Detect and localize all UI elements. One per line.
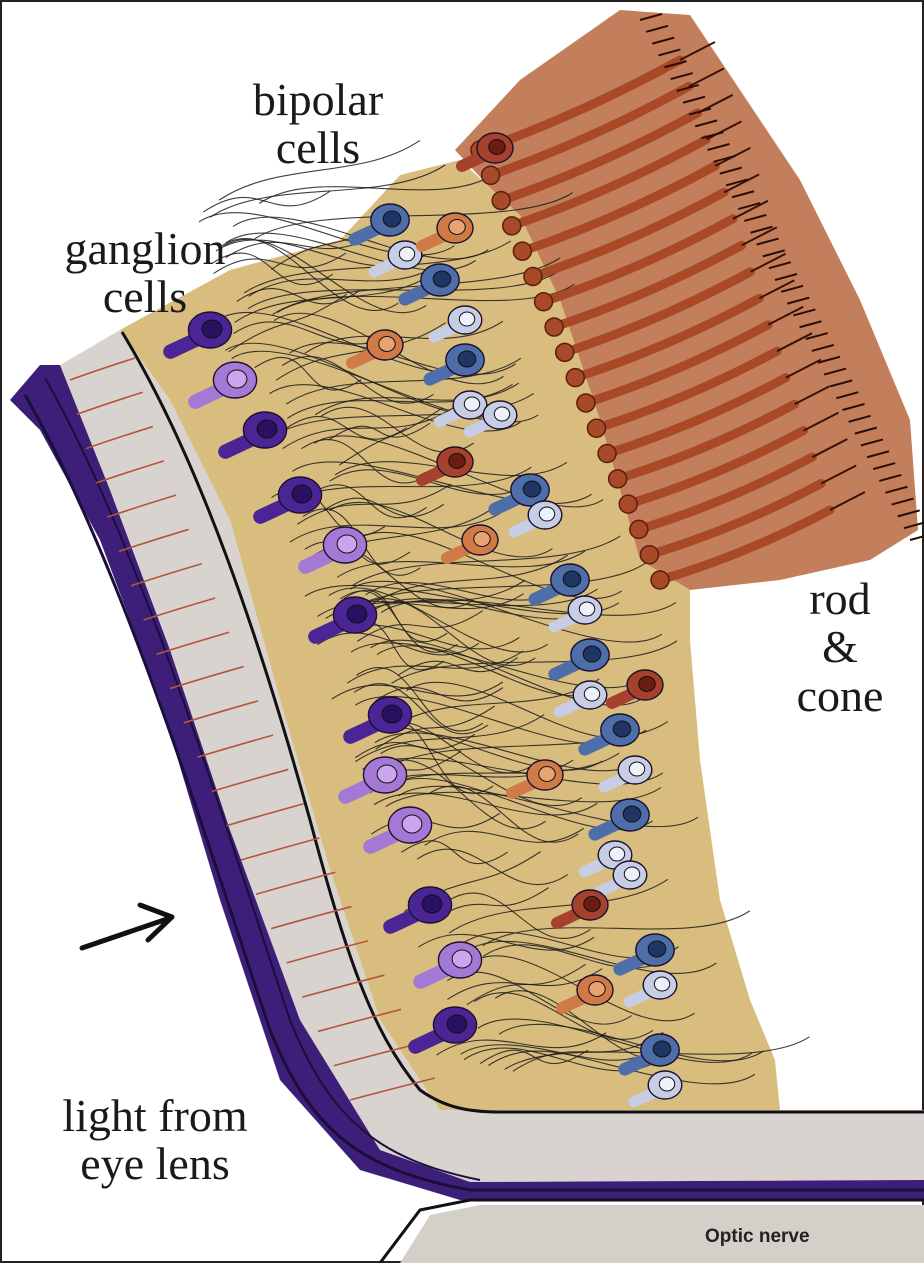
photoreceptor-nucleus (513, 242, 531, 260)
horizontal-cell-nucleus (379, 337, 396, 352)
horizontal-cell-nucleus (539, 767, 556, 782)
photoreceptor-tip (910, 534, 924, 540)
bipolar-cell-nucleus (459, 312, 474, 326)
ganglion-cell-nucleus (422, 895, 442, 913)
bipolar-cell-nucleus (579, 602, 594, 616)
bipolar-cell-nucleus (613, 721, 631, 737)
bipolar-cell-nucleus (458, 351, 476, 367)
ganglion-label-line1: ganglion (40, 225, 250, 273)
rod-label-line2: & (780, 623, 900, 671)
photoreceptor-nucleus (524, 267, 542, 285)
photoreceptor-nucleus (609, 470, 627, 488)
bipolar-cell-nucleus (539, 507, 554, 521)
horizontal-cell-nucleus (639, 677, 656, 692)
ganglion-label-line2: cells (40, 273, 250, 321)
light-direction-arrow (82, 905, 172, 948)
photoreceptor-nucleus (482, 166, 500, 184)
ganglion-cell-nucleus (337, 535, 357, 553)
light-from-lens-label: light from eye lens (30, 1092, 280, 1189)
ganglion-cell-nucleus (257, 420, 277, 438)
horizontal-cell-nucleus (474, 532, 491, 547)
photoreceptor-nucleus (651, 571, 669, 589)
photoreceptor-nucleus (556, 343, 574, 361)
optic-nerve-strip (400, 1205, 924, 1263)
bipolar-cell-nucleus (563, 571, 581, 587)
ganglion-cell-nucleus (377, 765, 397, 783)
photoreceptor-nucleus (640, 546, 658, 564)
bipolar-cell-nucleus (609, 847, 624, 861)
photoreceptor-nucleus (503, 217, 521, 235)
photoreceptor-nucleus (630, 520, 648, 538)
horizontal-cell-nucleus (489, 140, 506, 155)
light-label-line2: eye lens (30, 1140, 280, 1188)
bipolar-cell-nucleus (494, 407, 509, 421)
photoreceptor-nucleus (545, 318, 563, 336)
ganglion-cells-label: ganglion cells (40, 225, 250, 322)
bipolar-cell-nucleus (623, 806, 641, 822)
optic-nerve-label: Optic nerve (705, 1226, 810, 1248)
bipolar-cell-nucleus (584, 687, 599, 701)
bipolar-cell-nucleus (648, 941, 666, 957)
ganglion-cell-nucleus (447, 1015, 467, 1033)
bipolar-cell-nucleus (383, 211, 401, 227)
ganglion-cell-nucleus (202, 320, 222, 338)
bipolar-cell-nucleus (583, 646, 601, 662)
ganglion-cell-nucleus (452, 950, 472, 968)
bipolar-cell-nucleus (433, 271, 451, 287)
ganglion-cell-nucleus (382, 705, 402, 723)
horizontal-cell-nucleus (584, 897, 601, 912)
bipolar-label-line2: cells (238, 124, 398, 172)
photoreceptor-nucleus (619, 495, 637, 513)
rod-cone-label: rod & cone (780, 575, 900, 720)
rod-label-line3: cone (780, 672, 900, 720)
bipolar-cell-nucleus (629, 762, 644, 776)
dendrite (203, 191, 330, 212)
bipolar-cell-nucleus (653, 1041, 671, 1057)
bipolar-label-line1: bipolar (238, 76, 398, 124)
bipolar-cell-nucleus (464, 397, 479, 411)
bipolar-cell-nucleus (654, 977, 669, 991)
photoreceptor-nucleus (598, 445, 616, 463)
photoreceptor-nucleus (566, 369, 584, 387)
bipolar-cells-label: bipolar cells (238, 76, 398, 173)
rod-label-line1: rod (780, 575, 900, 623)
photoreceptor-nucleus (577, 394, 595, 412)
photoreceptor-nucleus (587, 419, 605, 437)
ganglion-cell-nucleus (292, 485, 312, 503)
horizontal-cell-nucleus (449, 454, 466, 469)
horizontal-cell-nucleus (589, 982, 606, 997)
light-label-line1: light from (30, 1092, 280, 1140)
ganglion-cell-nucleus (227, 370, 247, 388)
photoreceptor-nucleus (492, 192, 510, 210)
bipolar-cell-nucleus (399, 247, 414, 261)
ganglion-cell-nucleus (402, 815, 422, 833)
ganglion-cell-nucleus (347, 605, 367, 623)
horizontal-cell-nucleus (449, 220, 466, 235)
photoreceptor-nucleus (535, 293, 553, 311)
bipolar-cell-nucleus (659, 1077, 674, 1091)
bipolar-cell-nucleus (624, 867, 639, 881)
bipolar-cell-nucleus (523, 481, 541, 497)
